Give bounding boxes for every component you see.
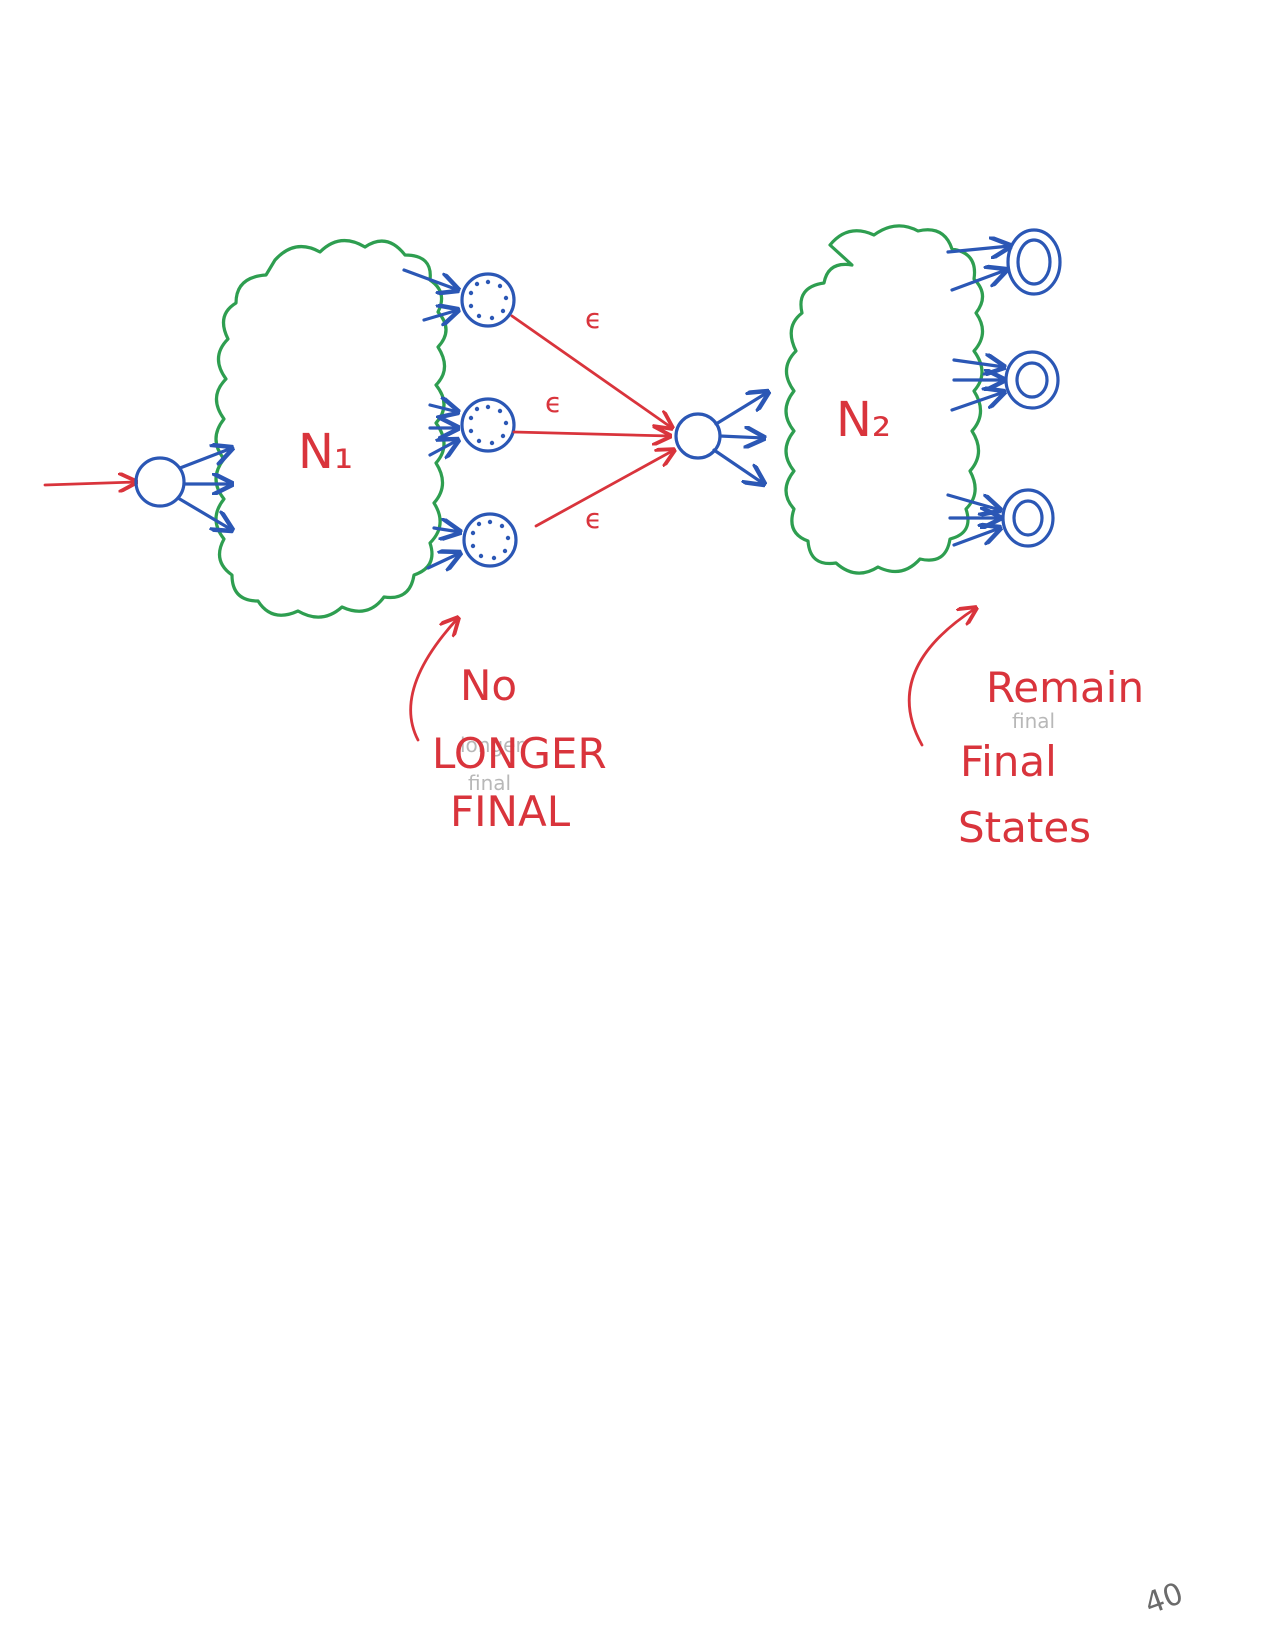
pencil-note: longer	[460, 733, 524, 757]
epsilon-transition	[534, 450, 674, 528]
epsilon-label: ϵ	[585, 302, 602, 335]
n1-former-final-state	[460, 272, 516, 328]
pencil-note: final	[1012, 709, 1055, 733]
n2-cloud	[784, 224, 985, 575]
n2-label: N₂	[836, 392, 891, 448]
pencil-note: final	[468, 771, 511, 795]
annotation-left-line1: No	[460, 661, 517, 710]
n2-start-out-arrow	[712, 448, 764, 484]
annotation-right-line2: Final	[960, 737, 1057, 786]
n1-former-final-state	[462, 512, 518, 568]
n2-start-out-arrow	[718, 436, 764, 438]
n1-former-final-state	[460, 397, 516, 453]
n2-start-out-arrow	[714, 392, 768, 426]
epsilon-transition	[510, 314, 672, 428]
start-arrow	[43, 482, 136, 485]
epsilon-transition	[512, 432, 670, 436]
n2-internal-arrows	[946, 246, 1010, 547]
n1-internal-arrows	[402, 268, 460, 568]
annotation-left-line2: LONGER	[432, 729, 607, 778]
page-number: 40	[1140, 1576, 1188, 1622]
annotation-right-line1: Remain	[986, 663, 1144, 712]
n2-final-state	[1001, 488, 1055, 548]
n1-label: N₁	[298, 424, 353, 480]
n2-final-state	[1006, 228, 1062, 296]
epsilon-label: ϵ	[545, 386, 562, 419]
n1-start-out-arrow	[176, 496, 232, 530]
annotation-arrow-right	[907, 608, 976, 747]
annotation-right-line3: States	[958, 803, 1091, 852]
annotation-left-line3: FINAL	[450, 787, 571, 836]
n2-final-state	[1004, 350, 1060, 410]
n1-cloud	[214, 239, 448, 619]
n1-start-state	[134, 456, 186, 508]
annotation-arrow-left	[409, 618, 458, 742]
n1-start-out-arrow	[178, 448, 232, 470]
epsilon-label: ϵ	[585, 502, 602, 535]
